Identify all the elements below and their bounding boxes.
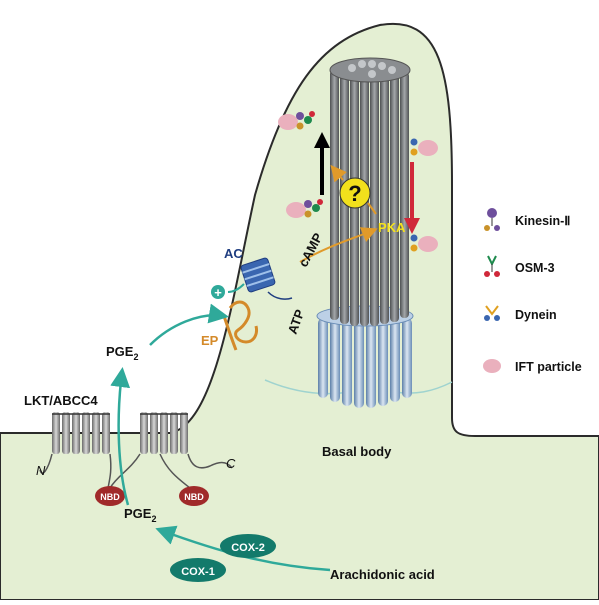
cox1-enzyme [170,558,226,582]
dynein-icon [484,305,500,321]
c-terminus-label: C [226,456,236,471]
adenylate-cyclase [240,257,276,293]
ac-label: AC [224,246,243,261]
arachidonic-acid-label: Arachidonic acid [330,567,435,582]
lkt-transporter-left [52,412,110,454]
cox2-enzyme [220,534,276,558]
ift-train-lower-right [410,234,438,252]
legend-dynein-label: Dynein [515,308,557,322]
legend: Kinesin-Ⅱ OSM-3 Dynein IFT particle [483,208,582,374]
cox1-label: COX-1 [181,566,215,578]
legend-osm3-label: OSM-3 [515,261,555,275]
legend-kinesin-label: Kinesin-Ⅱ [515,214,570,228]
cox2-label: COX-2 [231,542,265,554]
activation-plus-icon [211,285,225,299]
basal-body-label: Basal body [322,444,392,459]
pka-label: PKA [378,220,406,235]
pge2-bottom-label: PGE2 [124,506,156,524]
camp-to-pka-arrow [299,227,378,263]
ift-particle-icon [483,359,501,373]
pge2-top-label: PGE2 [106,344,138,362]
ift-train-upper-left [278,111,315,130]
lkt-abcc4-label: LKT/ABCC4 [24,393,98,408]
osm3-icon [484,255,500,277]
ift-train-upper-right [410,138,438,156]
nbd-left-domain [95,486,125,506]
n-terminus-label: N [36,463,46,478]
kinesin-icon [484,208,500,231]
nbd-left-label: NBD [100,492,120,502]
nbd-right-domain [179,486,209,506]
pge2-to-ep-arrow [149,303,229,346]
plus-text: + [214,285,222,300]
question-mark-icon [339,177,371,209]
axoneme [329,57,411,326]
legend-ift-label: IFT particle [515,360,582,374]
question-mark-text: ? [348,181,361,206]
ep-label: EP [201,333,219,348]
lkt-transporter-right [140,412,188,454]
ift-train-lower-left [286,199,323,218]
pge2-export-arrow [110,367,131,506]
nbd-right-label: NBD [184,492,204,502]
